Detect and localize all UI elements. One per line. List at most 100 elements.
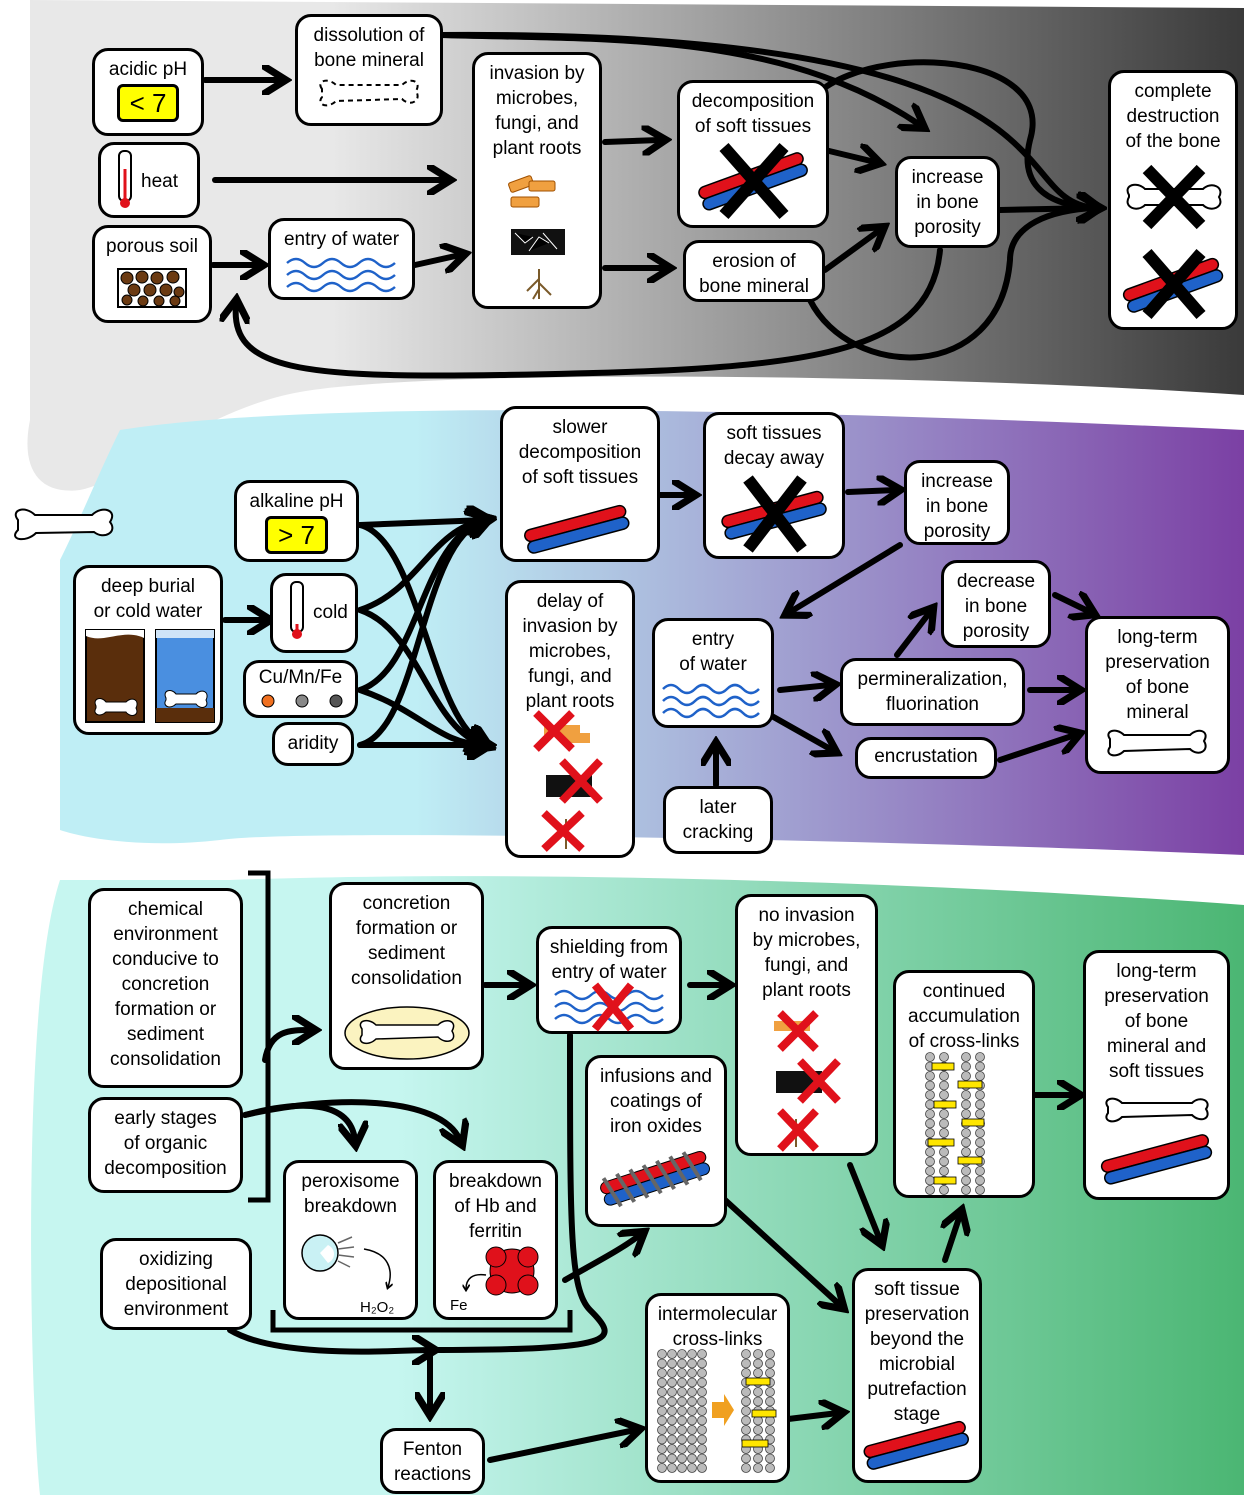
chain-bead <box>667 1358 677 1369</box>
chain-bead <box>975 1090 985 1100</box>
chain-bead <box>939 1109 949 1119</box>
chain-bead <box>697 1425 707 1435</box>
chain-bead <box>687 1406 697 1416</box>
bone-outline-icon <box>14 508 114 541</box>
continued-crosslinks-box: continued accumulation of cross-links <box>893 970 1035 1198</box>
chain-bead <box>677 1377 687 1388</box>
delay-invasion-label: delay of invasion by microbes, fungi, an… <box>522 591 618 712</box>
chain-bead <box>657 1377 667 1388</box>
chain-bead <box>741 1368 751 1378</box>
chain-bead <box>939 1185 949 1195</box>
chain-bead <box>697 1406 707 1416</box>
chain-bead <box>687 1415 697 1426</box>
chain-bead <box>753 1349 763 1359</box>
chain-bead <box>741 1425 751 1435</box>
no-invasion-box: no invasion by microbes, fungi, and plan… <box>735 894 878 1156</box>
crosslink-bar <box>957 1080 983 1089</box>
chain-bead <box>939 1156 949 1167</box>
dissolution-box: dissolution of bone mineral <box>295 14 443 126</box>
chain-bead <box>741 1415 751 1426</box>
preserved-vessel-icon <box>863 1420 969 1470</box>
crossed-microbes-icon <box>533 710 603 852</box>
concretion-label: concretion formation or sediment consoli… <box>351 893 462 989</box>
chain-bead <box>741 1387 751 1397</box>
chain-bead <box>697 1396 707 1407</box>
permineralization-label: permineralization, fluorination <box>857 669 1008 715</box>
water-waves-icon-2 <box>662 683 760 719</box>
iron-oxides-box: infusions and coatings of iron oxides <box>585 1055 727 1227</box>
alkaline-ph-box: alkaline pH > 7 <box>234 480 359 562</box>
chain-bead <box>741 1349 751 1359</box>
porous-soil-label: porous soil <box>106 236 198 257</box>
entry-of-water-label-2: entry of water <box>679 629 747 675</box>
chain-bead <box>975 1137 985 1148</box>
bone-mineral-preservation-label: long-term preservation of bone mineral <box>1105 627 1210 723</box>
vessel-crossed-icon <box>698 143 808 219</box>
destruction-label: complete destruction of the bone <box>1125 81 1221 152</box>
chain-bead <box>961 1109 971 1119</box>
continued-crosslinks-label: continued accumulation of cross-links <box>908 981 1020 1052</box>
chain-bead <box>939 1080 949 1091</box>
decomposition-box: decomposition of soft tissues <box>677 80 829 228</box>
acidic-ph-label: acidic pH <box>108 59 188 80</box>
chain-bead <box>677 1387 687 1397</box>
destruction-box: complete destruction of the bone <box>1108 70 1238 330</box>
crosslink-bar <box>933 1176 957 1185</box>
chain-bead <box>687 1358 697 1369</box>
crosslink-bar <box>741 1439 769 1448</box>
chain-bead <box>697 1358 707 1369</box>
hb-ferritin-label: breakdown of Hb and ferritin <box>449 1171 542 1242</box>
chain-bead <box>657 1358 667 1369</box>
chain-bead <box>741 1396 751 1407</box>
cold-label: cold <box>313 602 348 623</box>
cold-box: cold <box>270 573 358 653</box>
heat-box: heat <box>98 142 200 218</box>
chain-bead <box>975 1061 985 1072</box>
chain-bead <box>753 1387 763 1397</box>
chain-bead <box>753 1425 763 1435</box>
fenton-box: Fenton reactions <box>380 1428 485 1494</box>
chain-bead <box>697 1434 707 1445</box>
chain-bead <box>697 1444 707 1454</box>
metal-dots-icon <box>261 694 343 708</box>
peroxisome-box: peroxisome breakdown H₂O₂ <box>283 1160 418 1320</box>
invasion-label: invasion by microbes, fungi, and plant r… <box>489 63 585 159</box>
chain-bead <box>765 1453 775 1464</box>
chain-bead <box>925 1071 935 1081</box>
porosity-label-2: increase in bone porosity <box>921 471 993 542</box>
transition-arrow-icon <box>712 1394 734 1426</box>
aridity-label: aridity <box>287 733 339 754</box>
erosion-box: erosion of bone mineral <box>683 240 825 302</box>
chain-bead <box>961 1147 971 1157</box>
permineralization-box: permineralization, fluorination <box>840 658 1025 726</box>
chain-bead <box>961 1090 971 1100</box>
chain-bead <box>657 1434 667 1445</box>
chain-bead <box>975 1109 985 1119</box>
chain-bead <box>765 1358 775 1369</box>
concretion-box: concretion formation or sediment consoli… <box>329 882 484 1070</box>
chain-bead <box>657 1415 667 1426</box>
slower-decomp-box: slower decomposition of soft tissues <box>500 406 660 562</box>
long-term-preservation-label: long-term preservation of bone mineral a… <box>1104 961 1209 1082</box>
destroyed-bone-icon <box>1122 164 1224 319</box>
burial-containers-icon <box>85 629 215 723</box>
shielding-box: shielding from entry of water <box>536 926 682 1034</box>
chain-bead <box>667 1453 677 1464</box>
chain-bead <box>687 1463 697 1473</box>
chain-bead <box>925 1166 935 1176</box>
chain-bead <box>677 1415 687 1426</box>
chain-bead <box>677 1349 687 1359</box>
early-decomp-box: early stages of organic decomposition <box>88 1097 243 1193</box>
metals-box: Cu/Mn/Fe <box>243 660 358 718</box>
fe-label: Fe <box>450 1297 468 1314</box>
entry-of-water-label: entry of water <box>283 229 400 250</box>
peroxisome-icon <box>301 1234 408 1299</box>
chain-bead <box>741 1463 751 1473</box>
chain-bead <box>697 1377 707 1388</box>
chain-bead <box>925 1175 935 1186</box>
chain-bead <box>741 1453 751 1464</box>
chain-bead <box>677 1358 687 1369</box>
water-waves-icon <box>286 257 396 293</box>
chain-bead <box>765 1425 775 1435</box>
chain-bead <box>667 1434 677 1445</box>
